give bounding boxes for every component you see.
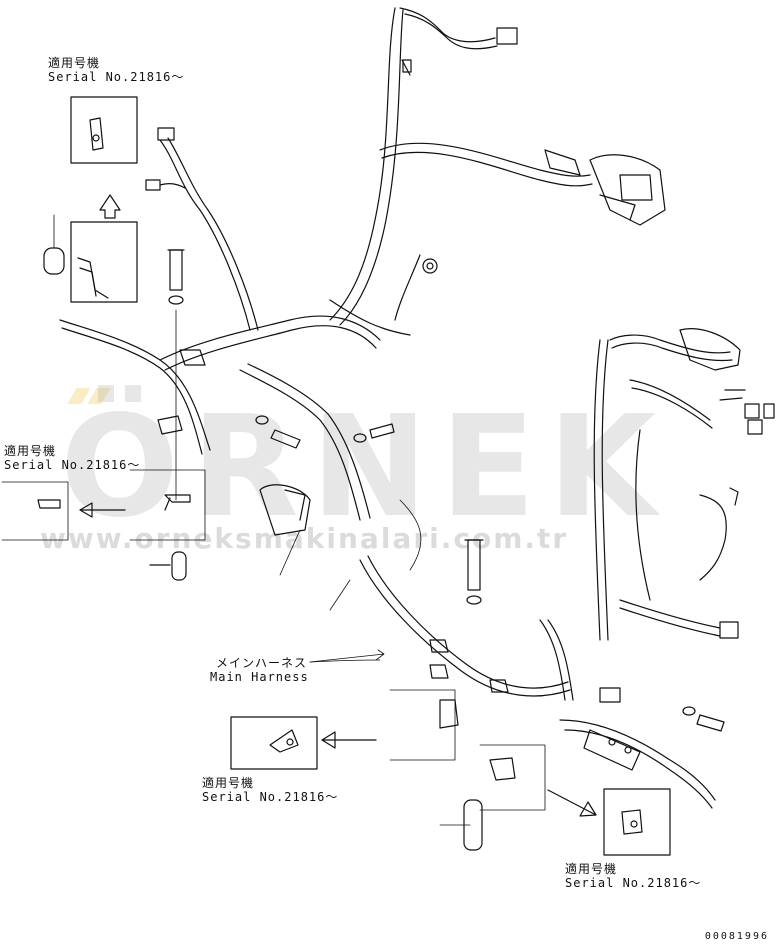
watermark-url: www.orneksmakinalari.com.tr: [40, 522, 569, 555]
serial-label-mid-left: 適用号機 Serial No.21816～: [4, 444, 141, 472]
bolt-upper-left: [170, 250, 182, 290]
part-number: 00081996: [704, 931, 769, 942]
connector-right: [745, 404, 759, 418]
bolt-lower-right: [697, 715, 724, 731]
connector-top: [497, 28, 517, 44]
serial-label-bottom-right: 適用号機 Serial No.21816～: [565, 862, 702, 890]
arrow-to-inset-right: [548, 790, 596, 816]
serial-label-bottom-center: 適用号機 Serial No.21816～: [202, 776, 339, 804]
inset-box-center: [231, 717, 317, 769]
bolt-center: [271, 430, 300, 448]
spacer-top-left: [44, 248, 64, 274]
harness-branch-upper-right: [380, 143, 590, 176]
bolt-lower-center: [468, 540, 480, 590]
inset-box-top-left: [71, 97, 137, 163]
connector-right-lower: [720, 622, 738, 638]
harness-branch-left: [160, 140, 250, 330]
bracket-lower-center: [440, 700, 458, 728]
main-harness-label: メインハーネス Main Harness: [210, 656, 309, 684]
spacer-mid-left: [172, 552, 186, 580]
harness-branch-top: [330, 8, 395, 320]
inset-box-bottom-right: [604, 789, 670, 855]
arrow-to-inset-center: [322, 732, 376, 748]
bolt-center-right: [370, 424, 394, 438]
serial-label-top-left: 適用号機 Serial No.21816～: [48, 56, 185, 84]
harness-branch-right: [610, 335, 730, 353]
ring-terminal: [423, 259, 437, 273]
